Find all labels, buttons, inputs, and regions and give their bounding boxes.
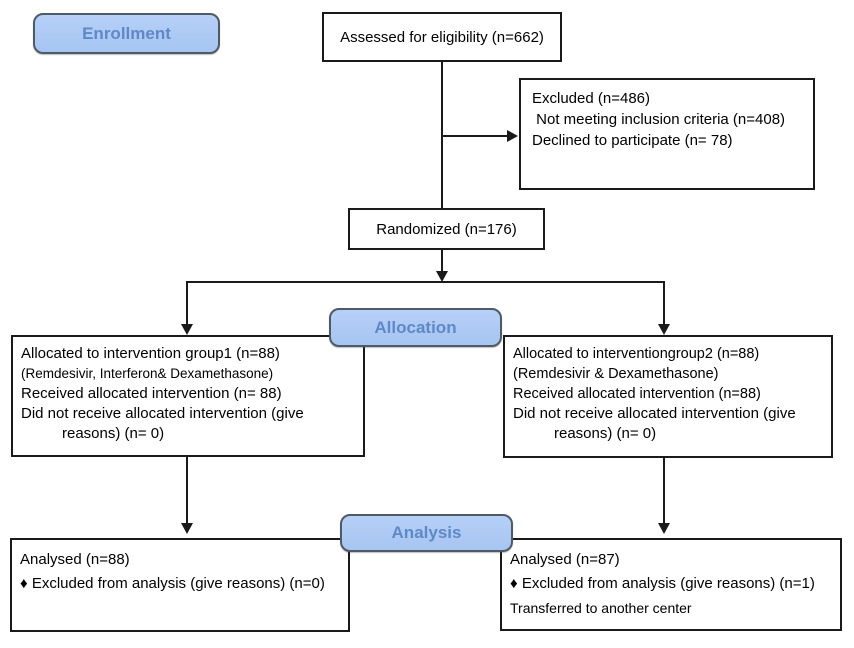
- analysis1-line: Analysed (n=88): [20, 551, 130, 568]
- analysis1-box: Analysed (n=88) ♦ Excluded from analysis…: [10, 538, 350, 632]
- group2-line: Did not receive allocated intervention (…: [513, 405, 796, 422]
- connector-randomized-down: [441, 250, 443, 273]
- assessed-box: Assessed for eligibility (n=662): [322, 12, 562, 62]
- connector-allocation-branch: [186, 281, 665, 283]
- arrowhead-analysis1-icon: [181, 523, 193, 534]
- group1-line: Did not receive allocated intervention (…: [21, 405, 304, 422]
- analysis1-line: ♦ Excluded from analysis (give reasons) …: [20, 575, 325, 592]
- group1-line: (Remdesivir, Interferon& Dexamethasone): [21, 366, 274, 381]
- analysis-text: Analysis: [391, 523, 462, 542]
- group2-line: (Remdesivir & Dexamethasone): [513, 366, 719, 382]
- connector-to-excluded: [442, 135, 508, 137]
- arrowhead-group1-icon: [181, 324, 193, 335]
- arrowhead-group2-icon: [658, 324, 670, 335]
- arrowhead-excluded-icon: [507, 130, 518, 142]
- analysis2-line: Analysed (n=87): [510, 551, 620, 568]
- assessed-text: Assessed for eligibility (n=662): [340, 28, 544, 46]
- group1-line: Allocated to intervention group1 (n=88): [21, 345, 280, 362]
- group2-line: reasons) (n= 0): [554, 425, 657, 442]
- group1-box: Allocated to intervention group1 (n=88) …: [11, 335, 365, 457]
- analysis2-box: Analysed (n=87) ♦ Excluded from analysis…: [500, 538, 842, 631]
- excluded-line: Excluded (n=486): [532, 90, 650, 107]
- group2-line: Allocated to interventiongroup2 (n=88): [513, 346, 760, 362]
- excluded-line: Declined to participate (n= 78): [532, 132, 733, 149]
- analysis2-line: ♦ Excluded from analysis (give reasons) …: [510, 575, 815, 592]
- group2-line: Received allocated intervention (n=88): [513, 386, 761, 402]
- connector-branch-left: [186, 281, 188, 326]
- analysis2-line: Transferred to another center: [510, 600, 692, 616]
- excluded-box: Excluded (n=486) Not meeting inclusion c…: [519, 78, 815, 190]
- group2-box: Allocated to interventiongroup2 (n=88) (…: [503, 335, 833, 458]
- arrowhead-randomized-icon: [436, 271, 448, 282]
- excluded-line: Not meeting inclusion criteria (n=408): [532, 111, 786, 128]
- arrowhead-analysis2-icon: [658, 523, 670, 534]
- connector-group2-to-analysis: [663, 457, 665, 524]
- connector-group1-to-analysis: [186, 457, 188, 524]
- stage-label-enrollment: Enrollment: [33, 13, 220, 54]
- randomized-box: Randomized (n=176): [348, 208, 545, 250]
- connector-branch-right: [663, 281, 665, 326]
- enrollment-text: Enrollment: [82, 23, 171, 43]
- group1-line: Received allocated intervention (n= 88): [21, 385, 282, 402]
- randomized-text: Randomized (n=176): [376, 220, 517, 238]
- allocation-text: Allocation: [374, 317, 457, 337]
- group1-line: reasons) (n= 0): [62, 425, 165, 442]
- stage-label-analysis: Analysis: [340, 514, 513, 552]
- stage-label-allocation: Allocation: [329, 308, 502, 347]
